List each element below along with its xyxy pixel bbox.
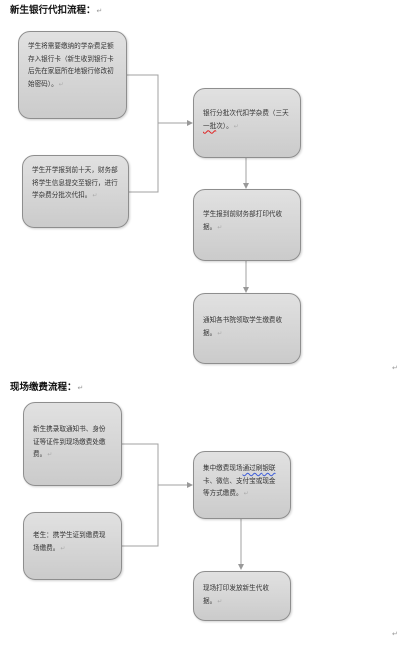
bank-flow-title-text: 新生银行代扣流程： — [10, 5, 96, 16]
box-print-receipt-text: 学生报到前财务部打印代收据。 — [203, 210, 283, 231]
box-new-student-text: 新生携录取通知书、身份证等证件到现场缴费处缴费。 — [33, 425, 106, 458]
box-print-receipt-onsite-text: 现场打印发放新生代收据。 — [203, 584, 269, 605]
paragraph-mark: ↵ — [58, 80, 64, 88]
box-print-receipt-onsite: 现场打印发放新生代收据。↵ — [193, 571, 291, 621]
box-bank-deduct-text-a: 银行分批次代扣学杂费（三天 — [203, 109, 289, 117]
paragraph-mark: ↵ — [233, 122, 239, 130]
box-onsite-payment-text-c: 银联 — [262, 464, 276, 472]
box-onsite-payment-text-a: 集中缴费现场 — [203, 464, 243, 472]
paragraph-mark: ↵ — [77, 384, 84, 392]
connector-deposit — [127, 74, 159, 123]
connector-new-student — [122, 443, 159, 485]
connector-submit — [129, 123, 159, 193]
box-bank-deduct: 银行分批次代扣学杂费（三天一批次）。↵ — [193, 88, 301, 158]
paragraph-mark: ↵ — [47, 451, 53, 458]
onsite-flow-title: 现场缴费流程：↵ — [10, 379, 83, 393]
onsite-flow-title-text: 现场缴费流程： — [10, 382, 77, 393]
box-print-receipt: 学生报到前财务部打印代收据。↵ — [193, 189, 301, 261]
box-submit-info-text: 学生开学报到前十天，财务部将学生信息提交至银行，进行学杂费分批次代扣。 — [32, 166, 118, 199]
box-old-student-text: 老生：携学生证到缴费现场缴费。 — [33, 531, 106, 552]
paragraph-mark: ↵ — [217, 597, 223, 605]
paragraph-mark: ↵ — [60, 544, 66, 552]
paragraph-mark: ↵ — [217, 329, 223, 337]
bank-flow-title: 新生银行代扣流程：↵ — [10, 2, 102, 16]
box-deposit-fees-text: 学生将需要缴纳的学杂费足额存入银行卡（新生收到银行卡后先在家庭所在地银行修改初始… — [28, 42, 114, 88]
paragraph-mark: ↵ — [96, 7, 103, 15]
box-onsite-payment-text-d: 卡、微信、支付宝或现金等方式缴费。 — [203, 476, 276, 498]
box-old-student: 老生：携学生证到缴费现场缴费。↵ — [23, 512, 122, 580]
box-notify-college: 通知各书院领取学生缴费收据。↵ — [193, 293, 301, 364]
connector-old-student — [122, 485, 159, 547]
box-deposit-fees: 学生将需要缴纳的学杂费足额存入银行卡（新生收到银行卡后先在家庭所在地银行修改初始… — [18, 31, 127, 119]
box-onsite-payment: 集中缴费现场通过刷银联卡、微信、支付宝或现金等方式缴费。↵ — [193, 451, 291, 519]
paragraph-mark: ↵ — [392, 364, 398, 372]
box-new-student: 新生携录取通知书、身份证等证件到现场缴费处缴费。↵ — [23, 402, 122, 486]
paragraph-mark: ↵ — [217, 223, 223, 231]
paragraph-mark: ↵ — [243, 490, 249, 497]
box-submit-info: 学生开学报到前十天，财务部将学生信息提交至银行，进行学杂费分批次代扣。↵ — [22, 155, 129, 228]
paragraph-mark: ↵ — [392, 630, 398, 638]
box-bank-deduct-text-c: 次）。 — [216, 121, 233, 130]
box-onsite-payment-text-b: 通过刷 — [242, 464, 263, 472]
box-bank-deduct-text-b: 一批 — [203, 121, 217, 130]
paragraph-mark: ↵ — [92, 192, 98, 199]
box-notify-college-text: 通知各书院领取学生缴费收据。 — [203, 316, 283, 337]
